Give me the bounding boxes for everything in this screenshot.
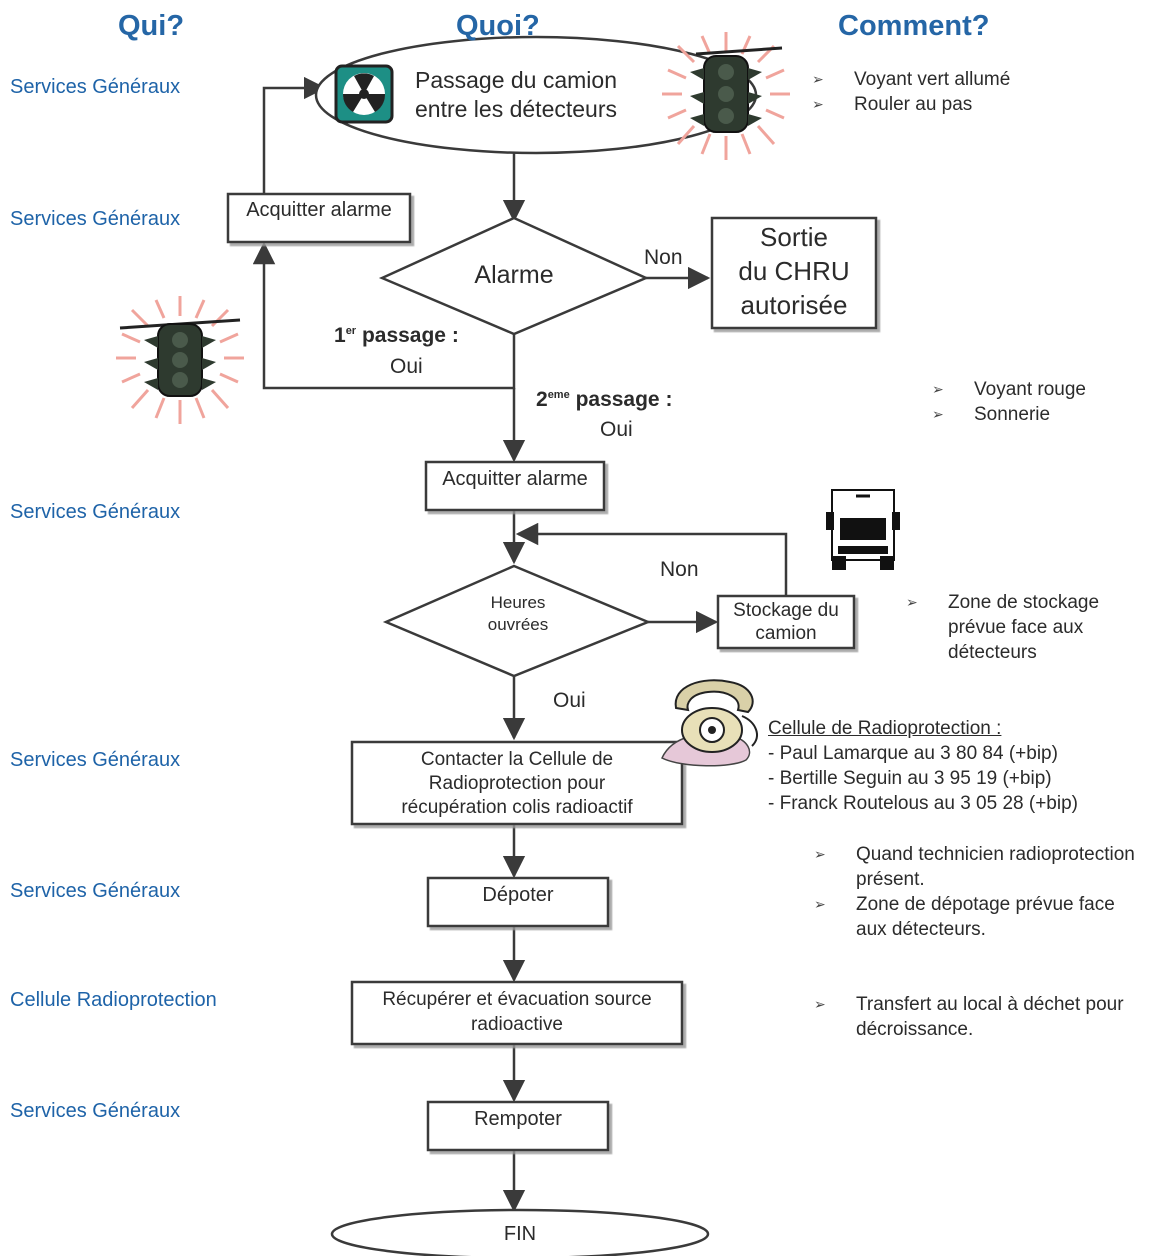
contact-line: - Franck Routelous au 3 05 28 (+bip) <box>768 793 1078 814</box>
traffic-light-icon <box>662 32 790 160</box>
recuperer-node: Récupérer et évacuation source radioacti… <box>352 987 682 1037</box>
fin-ellipse <box>330 1208 710 1256</box>
comment-item: Voyant vert allumé <box>812 67 1112 92</box>
comment-item: Zone de stockage prévue face aux détecte… <box>906 590 1146 665</box>
acquitter-mid-node: Acquitter alarme <box>442 468 588 490</box>
acquitter-mid-box <box>424 460 606 512</box>
edge-label-second-oui: Oui <box>600 418 633 441</box>
qui-label: Services Généraux <box>10 749 181 771</box>
qui-label: Services Généraux <box>10 1100 181 1122</box>
edge-label-oui: Oui <box>553 689 586 712</box>
arrow-acquitter-to-passage <box>262 76 327 194</box>
sortie-box <box>710 216 878 330</box>
node-text: ouvrées <box>487 615 549 634</box>
comment-item: Sonnerie <box>932 402 1152 427</box>
telephone-icon <box>661 679 758 767</box>
node-text: entre les détecteurs <box>414 96 617 122</box>
sortie-node: Sortie du CHRU autorisée <box>712 220 876 322</box>
comment-item: Transfert au local à déchet pour décrois… <box>814 992 1134 1042</box>
stockage-node: Stockage du camion <box>718 599 854 645</box>
node-text: du CHRU <box>738 256 850 286</box>
truck-icon <box>826 489 900 570</box>
comment-item: Voyant rouge <box>932 377 1152 402</box>
edge-label-non: Non <box>644 246 683 269</box>
comment-item: Rouler au pas <box>812 92 1112 117</box>
alarme-diamond <box>378 216 650 336</box>
recuperer-box <box>350 980 684 1046</box>
comment-block-1: Voyant vert allumé Rouler au pas <box>812 67 1112 117</box>
heures-diamond <box>382 564 652 678</box>
node-text: Sortie <box>760 222 828 252</box>
comment-block-2: Voyant rouge Sonnerie <box>932 377 1152 427</box>
comment-item: Quand technicien radioprotection présent… <box>814 842 1144 892</box>
node-text: autorisée <box>740 290 848 320</box>
node-text: radioactive <box>471 1014 563 1035</box>
alarme-node: Alarme <box>474 261 554 289</box>
node-text: Récupérer et évacuation source <box>382 989 652 1010</box>
rempoter-node: Rempoter <box>474 1108 562 1130</box>
qui-label: Services Généraux <box>10 76 181 98</box>
rempoter-box <box>426 1100 610 1152</box>
arrow-first-passage <box>252 241 516 390</box>
node-text: Passage du camion <box>414 67 617 93</box>
edge-label-first-oui: Oui <box>390 355 423 378</box>
comment-block-5: Transfert au local à déchet pour décrois… <box>814 992 1134 1042</box>
contact-line: - Paul Lamarque au 3 80 84 (+bip) <box>768 743 1058 764</box>
traffic-light-icon <box>116 296 244 424</box>
node-text: Radioprotection pour <box>428 773 606 794</box>
qui-label: Services Généraux <box>10 208 181 230</box>
fin-node: FIN <box>503 1223 537 1245</box>
stockage-box <box>716 594 856 650</box>
node-text: Stockage du <box>733 600 839 621</box>
node-text: camion <box>755 623 817 644</box>
node-text: Heures <box>490 593 546 612</box>
radiation-icon <box>334 64 394 124</box>
qui-label: Services Généraux <box>10 501 181 523</box>
qui-label: Services Généraux <box>10 880 181 902</box>
node-text: Contacter la Cellule de <box>420 749 614 770</box>
passage-node: Passage du camion entre les détecteurs <box>396 66 636 124</box>
contact-title: Cellule de Radioprotection : <box>768 718 1002 739</box>
acquitter-top-node: Acquitter alarme <box>246 199 392 221</box>
depoter-box <box>426 876 610 928</box>
header-qui: Qui? <box>118 10 185 42</box>
contact-block: Cellule de Radioprotection : - Paul Lama… <box>768 716 1148 816</box>
comment-block-4: Quand technicien radioprotection présent… <box>814 842 1144 942</box>
header-quoi: Quoi? <box>456 10 540 42</box>
edge-label-second-passage: 2eme passage : <box>536 388 673 411</box>
acquitter-top-box <box>226 192 412 244</box>
contact-line: - Bertille Seguin au 3 95 19 (+bip) <box>768 768 1052 789</box>
contacter-node: Contacter la Cellule de Radioprotection … <box>352 748 682 820</box>
edge-label-non: Non <box>660 558 699 581</box>
arrow-stockage-loop <box>515 522 788 596</box>
comment-item: Zone de dépotage prévue face aux détecte… <box>814 892 1144 942</box>
heures-node: Heures ouvrées <box>458 592 578 636</box>
edge-label-first-passage: 1er passage : <box>334 324 459 347</box>
depoter-node: Dépoter <box>482 884 554 906</box>
qui-label: Cellule Radioprotection <box>10 989 217 1011</box>
comment-block-3: Zone de stockage prévue face aux détecte… <box>906 590 1146 665</box>
node-text: récupération colis radioactif <box>401 797 633 818</box>
header-comment: Comment? <box>838 10 990 42</box>
contacter-box <box>350 740 684 826</box>
